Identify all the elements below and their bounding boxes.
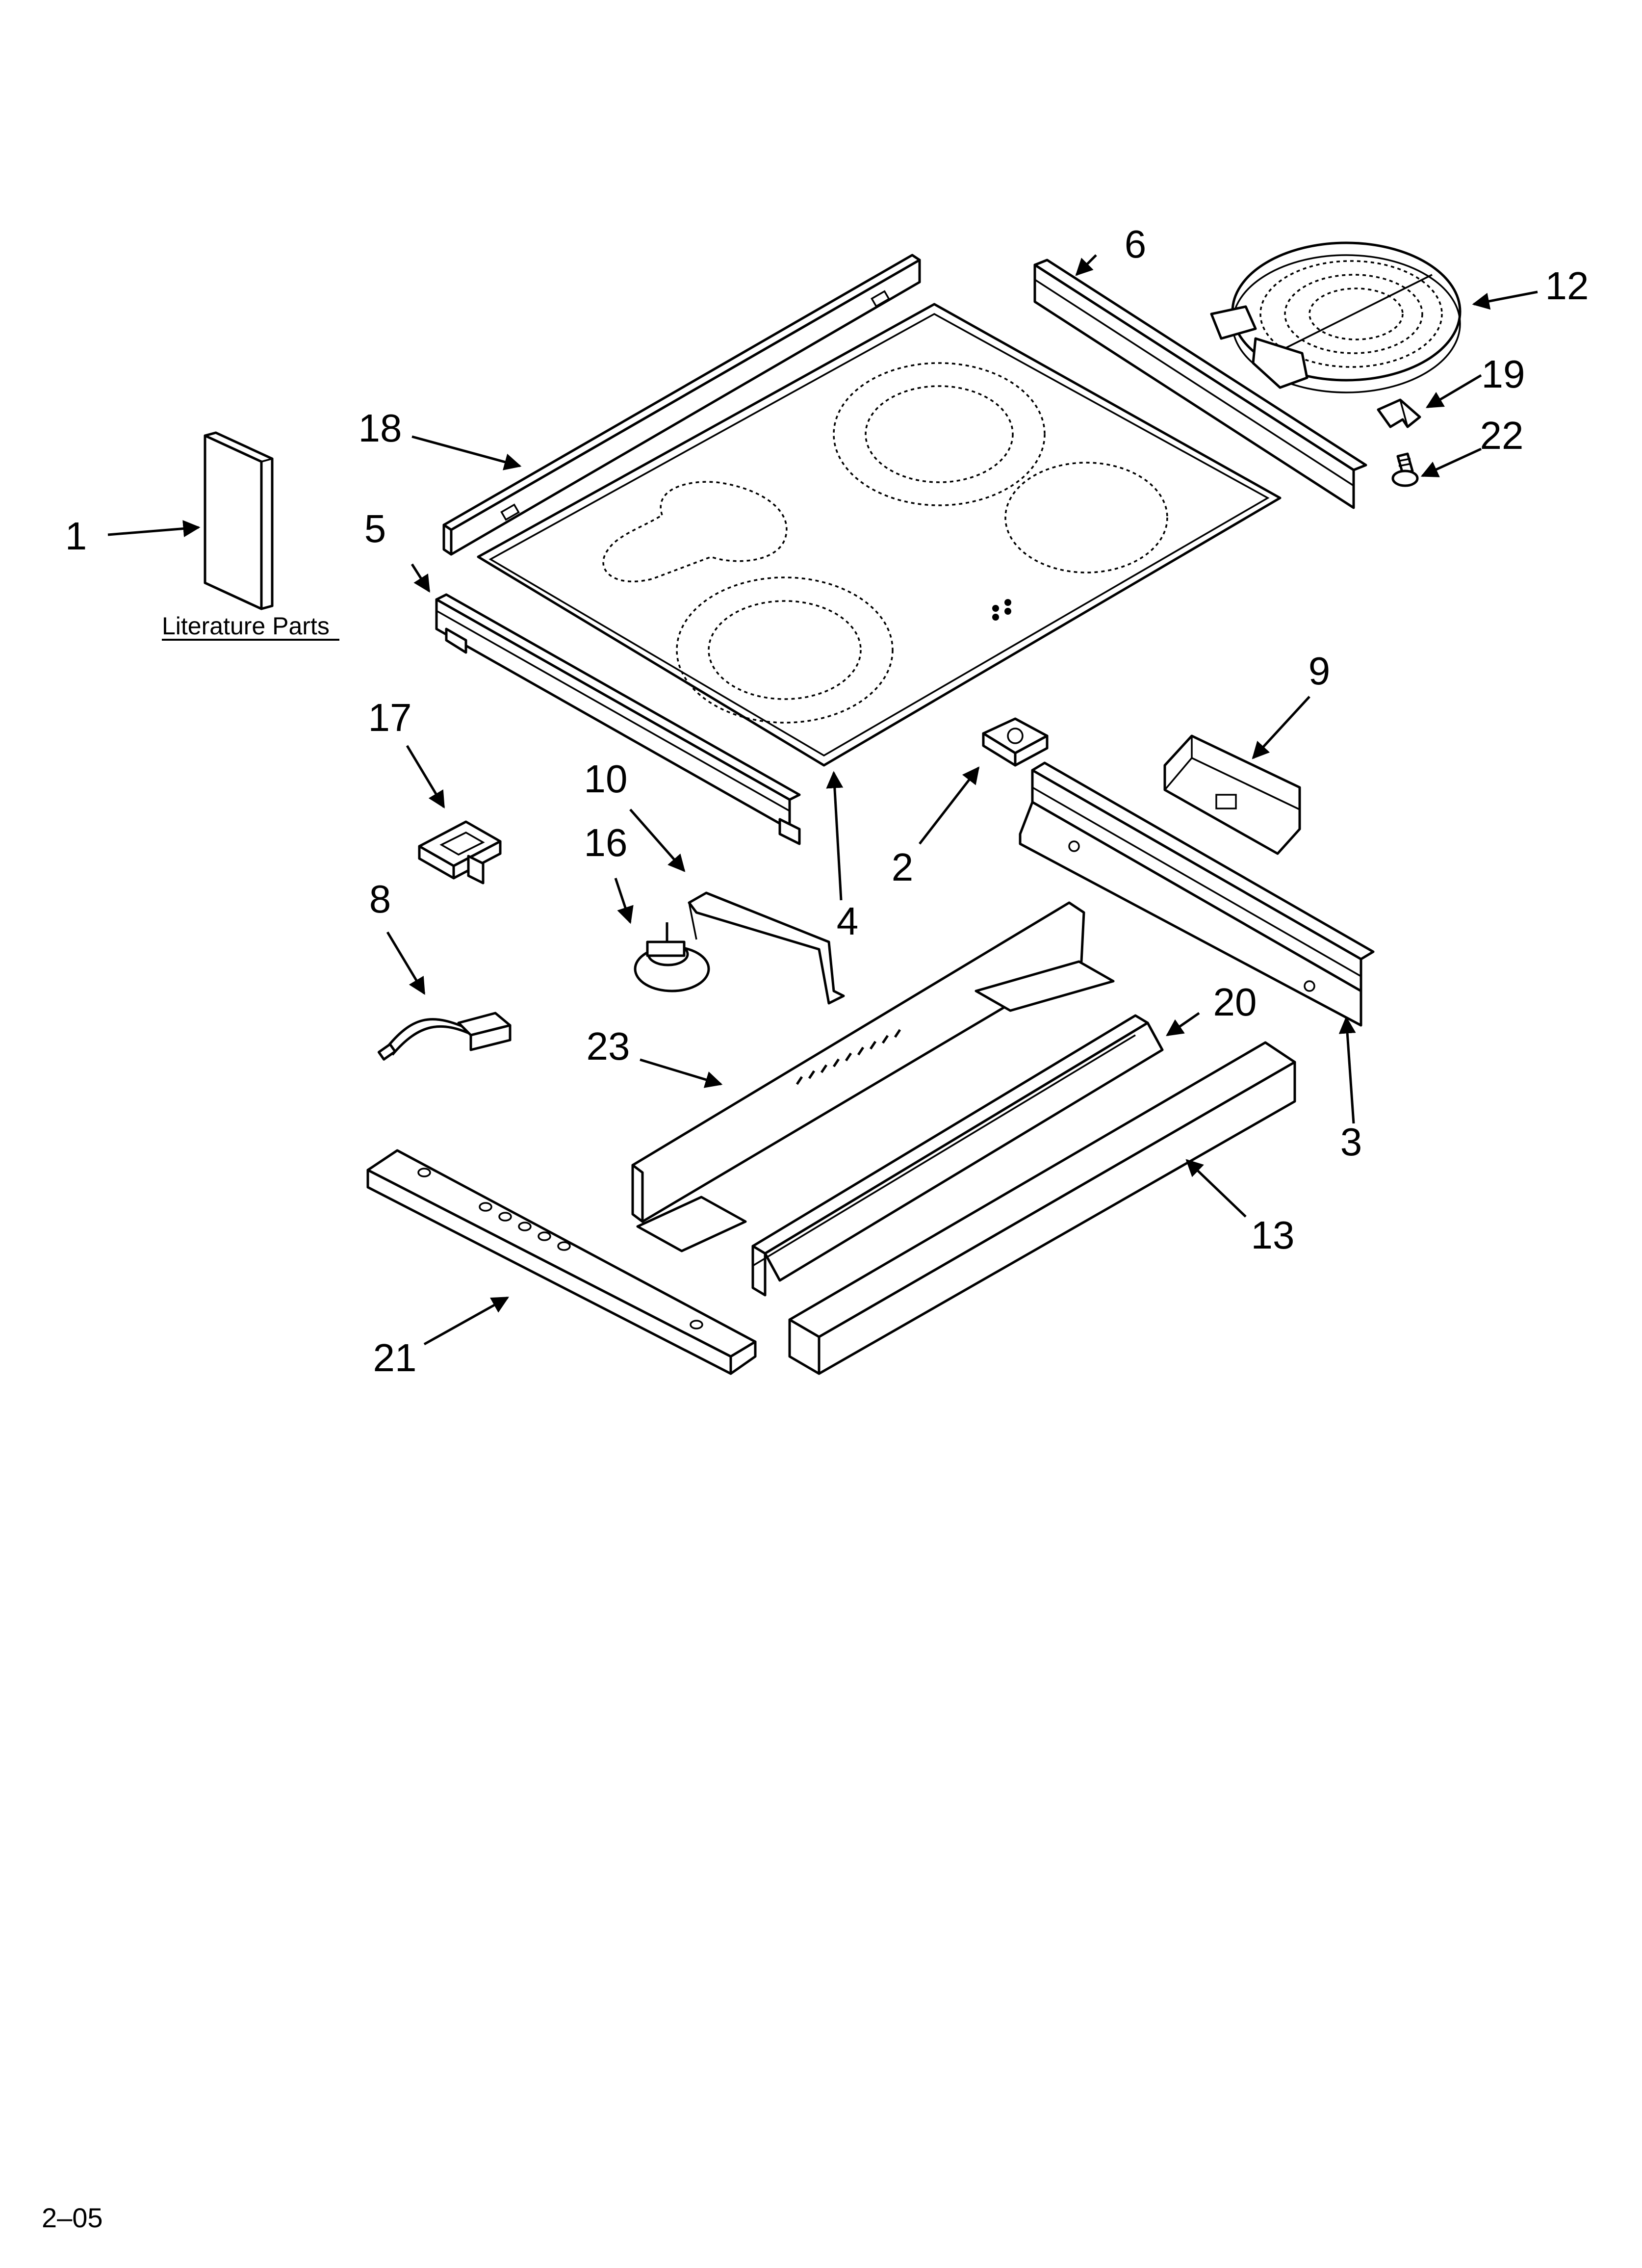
callout-1: 1 bbox=[65, 514, 87, 558]
callout-17: 17 bbox=[368, 696, 412, 739]
part-13-front-rail bbox=[788, 1041, 1296, 1375]
callout-20: 20 bbox=[1213, 980, 1257, 1024]
callout-16: 16 bbox=[584, 821, 628, 864]
callout-3: 3 bbox=[1340, 1120, 1362, 1164]
part-23-rear-panel bbox=[631, 901, 1115, 1252]
callout-6: 6 bbox=[1125, 222, 1147, 266]
callout-18: 18 bbox=[359, 406, 402, 450]
callout-2: 2 bbox=[892, 845, 914, 889]
part-16-switch bbox=[634, 922, 710, 992]
part-8-wire-harness bbox=[377, 1012, 512, 1061]
part-5-front-trim bbox=[435, 593, 801, 845]
part-21-console-base bbox=[366, 1149, 757, 1375]
callout-8: 8 bbox=[369, 877, 391, 921]
callout-19: 19 bbox=[1482, 352, 1525, 396]
part-1-literature-book bbox=[204, 431, 274, 610]
callouts: 1 2 3 4 5 6 8 9 10 12 13 16 17 18 19 20 … bbox=[65, 222, 1589, 1380]
callout-22: 22 bbox=[1480, 414, 1524, 457]
part-9-bracket bbox=[1163, 734, 1301, 855]
callout-10: 10 bbox=[584, 757, 628, 801]
part-3-right-rail bbox=[1019, 761, 1375, 1027]
part-17-small-bracket bbox=[418, 820, 502, 885]
part-19-clip bbox=[1377, 398, 1421, 428]
part-2-switch bbox=[982, 717, 1049, 767]
vent-slots bbox=[795, 1029, 901, 1085]
callout-5: 5 bbox=[364, 507, 386, 550]
part-20-channel bbox=[751, 1014, 1164, 1297]
part-6-side-trim bbox=[1033, 259, 1367, 509]
footer-code: 2–05 bbox=[42, 2202, 103, 2233]
callout-21: 21 bbox=[373, 1336, 417, 1380]
literature-parts-label: Literature Parts bbox=[162, 612, 330, 640]
leader-lines bbox=[107, 254, 1538, 1346]
callout-9: 9 bbox=[1308, 649, 1331, 693]
part-22-screw bbox=[1391, 452, 1419, 487]
part-12-radiant-element bbox=[1210, 241, 1462, 393]
part-4-cooktop-glass bbox=[477, 303, 1282, 767]
callout-12: 12 bbox=[1545, 264, 1589, 308]
callout-4: 4 bbox=[837, 899, 859, 943]
part-10-support-bracket bbox=[688, 891, 845, 1005]
callout-23: 23 bbox=[587, 1024, 630, 1068]
part-18-rear-trim bbox=[442, 254, 921, 556]
callout-13: 13 bbox=[1251, 1213, 1295, 1257]
